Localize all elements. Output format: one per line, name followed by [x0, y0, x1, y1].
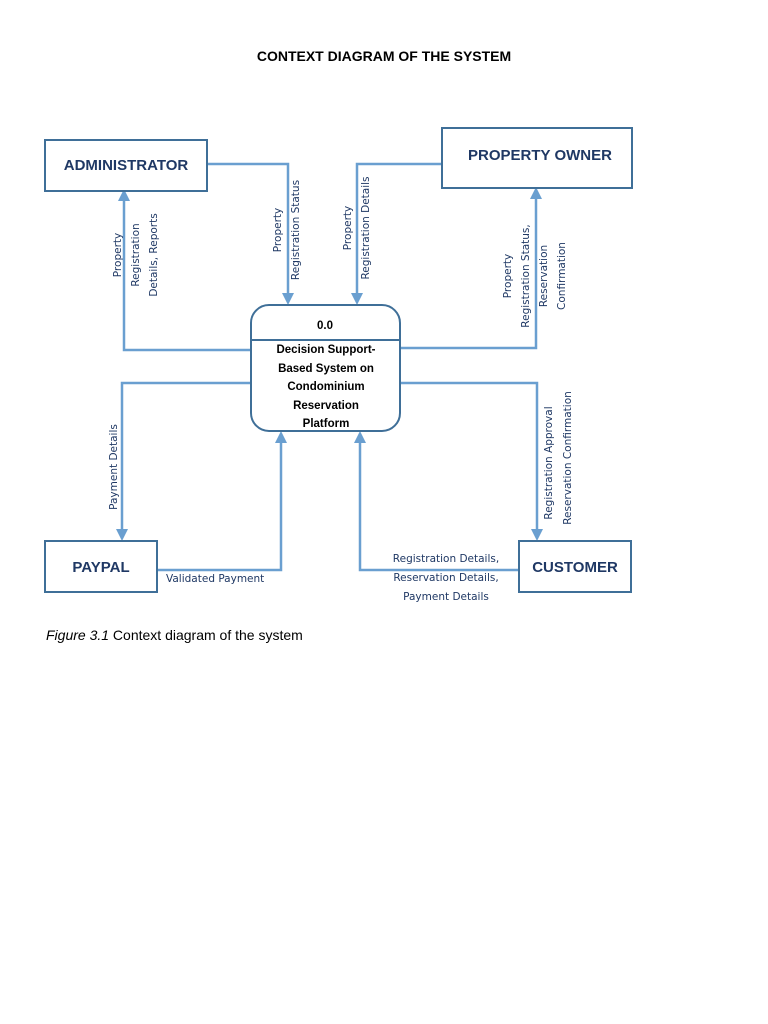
flow-line-owner-in — [400, 196, 538, 350]
flow-label-owner-out: Property Registration Details — [342, 176, 372, 279]
arrowhead — [275, 431, 287, 443]
process-name-line: Platform — [303, 418, 350, 430]
process-name-line: Reservation — [293, 400, 359, 412]
flow-label-owner-in: Property Registration Status, Reservatio… — [502, 224, 568, 327]
flow-label-line: Registration Details, — [393, 553, 499, 565]
process-name-line: Condominium — [287, 381, 364, 393]
flow-line-admin-out — [208, 162, 290, 296]
arrowhead — [116, 529, 128, 541]
flow-line-paypal-in — [120, 381, 251, 532]
flow-label-line: Registration Status — [290, 180, 302, 280]
flow-label-line: Reservation Details, — [393, 572, 498, 584]
entity-paypal-label: PAYPAL — [72, 559, 129, 576]
flow-label-line: Property — [502, 254, 514, 298]
flow-line-paypal-out — [158, 440, 283, 572]
figure-caption-text: Context diagram of the system — [109, 627, 303, 643]
flow-label-customer-in: Registration Approval Reservation Confir… — [543, 391, 574, 525]
arrowhead — [282, 293, 294, 305]
arrowhead — [531, 529, 543, 541]
flow-label-line: Property — [112, 233, 124, 277]
arrowhead — [118, 189, 130, 201]
entity-customer-label: CUSTOMER — [532, 559, 618, 576]
process-name-line: Based System on — [278, 363, 374, 375]
process-id: 0.0 — [317, 320, 333, 332]
diagram-title: CONTEXT DIAGRAM OF THE SYSTEM — [256, 48, 512, 64]
entity-administrator-label: ADMINISTRATOR — [64, 157, 189, 174]
entity-paypal: PAYPAL — [44, 540, 158, 593]
flow-label-line: Confirmation — [556, 242, 568, 310]
figure-caption: Figure 3.1 Context diagram of the system — [46, 627, 303, 643]
flow-label-line: Registration Approval — [543, 406, 555, 519]
flow-label-line: Registration Details — [360, 176, 372, 279]
flow-label-line: Property — [342, 206, 354, 250]
flow-label-line: Property — [272, 208, 284, 252]
flow-lines — [116, 162, 543, 572]
process-name-line: Decision Support- — [276, 344, 375, 356]
flow-line-customer-in — [400, 381, 539, 532]
flow-label-line: Payment Details — [403, 591, 489, 603]
flow-label-customer-out: Registration Details, Reservation Detail… — [393, 553, 499, 603]
flow-label-paypal-in: Payment Details — [108, 424, 120, 510]
entity-administrator: ADMINISTRATOR — [44, 139, 208, 192]
figure-number: Figure 3.1 — [46, 627, 110, 643]
flow-line-admin-in — [122, 197, 251, 352]
flow-line-owner-out — [355, 162, 442, 296]
flow-label-admin-out: Property Registration Status — [272, 180, 302, 280]
entity-property-owner-label: PROPERTY OWNER — [468, 147, 612, 164]
arrowhead — [354, 431, 366, 443]
flow-label-line: Payment Details — [108, 424, 120, 510]
entity-property-owner: PROPERTY OWNER — [441, 127, 633, 189]
flow-label-paypal-out: Validated Payment — [166, 573, 264, 585]
flow-label-line: Validated Payment — [166, 573, 264, 585]
flow-label-line: Registration Status, — [520, 224, 532, 327]
flow-label-line: Reservation Confirmation — [562, 391, 574, 525]
arrowhead — [351, 293, 363, 305]
entity-customer: CUSTOMER — [518, 540, 632, 593]
flow-label-line: Registration — [130, 223, 142, 286]
process-0-0: 0.0 Decision Support- Based System on Co… — [250, 304, 401, 432]
flow-label-line: Reservation — [538, 245, 550, 307]
flow-line-customer-out — [358, 440, 519, 572]
flow-label-admin-in: Property Registration Details, Reports — [112, 213, 160, 296]
arrowhead — [530, 187, 542, 199]
flow-label-line: Details, Reports — [148, 213, 160, 296]
